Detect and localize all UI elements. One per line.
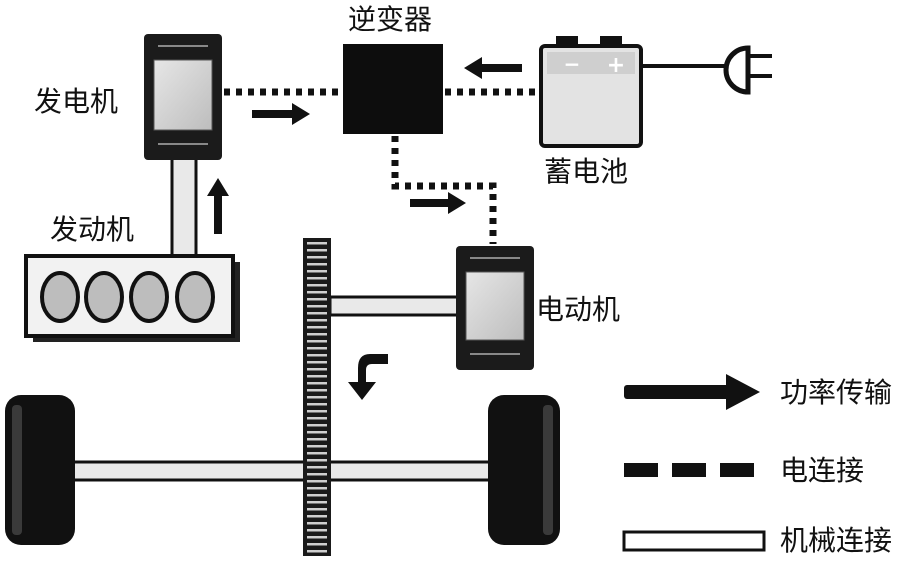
gear-tooth (307, 452, 327, 455)
gear-tooth (307, 312, 327, 315)
gear-tooth (307, 298, 327, 301)
gear-tooth (307, 459, 327, 462)
legend-hollow-bar-icon (622, 530, 766, 552)
engine-generator-shaft (170, 156, 198, 258)
generator-label: 发电机 (34, 85, 119, 118)
arrow-right-icon (252, 103, 310, 125)
gear-tooth (307, 333, 327, 336)
left-wheel (5, 395, 75, 545)
plug-icon (641, 45, 772, 95)
gear-tooth (307, 270, 327, 273)
gear-tooth (307, 431, 327, 434)
gear-tooth (307, 326, 327, 329)
gear-tooth (307, 494, 327, 497)
engine (24, 254, 240, 342)
arrow-up-icon (207, 178, 229, 234)
gear-tooth (307, 347, 327, 350)
legend-dashed-line-icon (624, 463, 754, 477)
engine-label: 发动机 (50, 213, 135, 246)
gear-tooth (307, 389, 327, 392)
arrow-right-icon (410, 192, 466, 214)
gear-tooth (307, 361, 327, 364)
gear-tooth (307, 382, 327, 385)
motor (456, 246, 534, 370)
axle (63, 460, 499, 482)
gear-tooth (307, 515, 327, 518)
gear-tooth (307, 277, 327, 280)
battery-minus-symbol: − (564, 52, 581, 76)
gear-tooth (307, 403, 327, 406)
gear-tooth (307, 354, 327, 357)
gear-tooth (307, 284, 327, 287)
gear-tooth (307, 550, 327, 553)
gear-tooth (307, 480, 327, 483)
gear-tooth (307, 445, 327, 448)
gear-tooth (307, 487, 327, 490)
gear-tooth (307, 543, 327, 546)
legend-power-transfer-label: 功率传输 (780, 376, 893, 409)
legend (622, 374, 766, 552)
engine-cylinders (40, 271, 215, 323)
generator (144, 34, 222, 160)
gear-tooth (307, 319, 327, 322)
legend-electrical-connection-label: 电连接 (780, 454, 865, 487)
gear-tooth (307, 438, 327, 441)
battery: − + (539, 36, 643, 148)
gear-tooth (307, 305, 327, 308)
gear-tooth (307, 466, 327, 469)
gear-tooth (307, 291, 327, 294)
gear-tooth (307, 508, 327, 511)
gear-tooth (307, 368, 327, 371)
motor-label: 电动机 (536, 293, 621, 326)
gear-tooth (307, 529, 327, 532)
legend-arrow-icon (624, 374, 760, 410)
gear-tooth (307, 473, 327, 476)
gear-tooth (307, 340, 327, 343)
gear-tooth (307, 410, 327, 413)
motor-shaft (328, 295, 460, 317)
inverter-motor-link (391, 136, 497, 244)
gear-tooth (307, 424, 327, 427)
right-wheel (488, 395, 560, 545)
battery-plus-symbol: + (607, 53, 625, 78)
electrical-connections (224, 88, 540, 244)
gear (303, 238, 331, 556)
gear-tooth (307, 249, 327, 252)
legend-mechanical-connection-label: 机械连接 (780, 524, 893, 557)
gear-tooth (307, 501, 327, 504)
gear-tooth (307, 256, 327, 259)
gear-tooth (307, 263, 327, 266)
gear-tooth (307, 375, 327, 378)
battery-label: 蓄电池 (544, 155, 629, 188)
gear-tooth (307, 417, 327, 420)
curved-arrow-icon (348, 354, 388, 400)
power-arrows (207, 57, 522, 400)
gear-tooth (307, 522, 327, 525)
inverter-label: 逆变器 (348, 3, 433, 36)
arrow-left-icon (464, 57, 522, 79)
gear-tooth (307, 536, 327, 539)
gear-tooth (307, 242, 327, 245)
inverter (343, 44, 443, 134)
gear-tooth (307, 396, 327, 399)
